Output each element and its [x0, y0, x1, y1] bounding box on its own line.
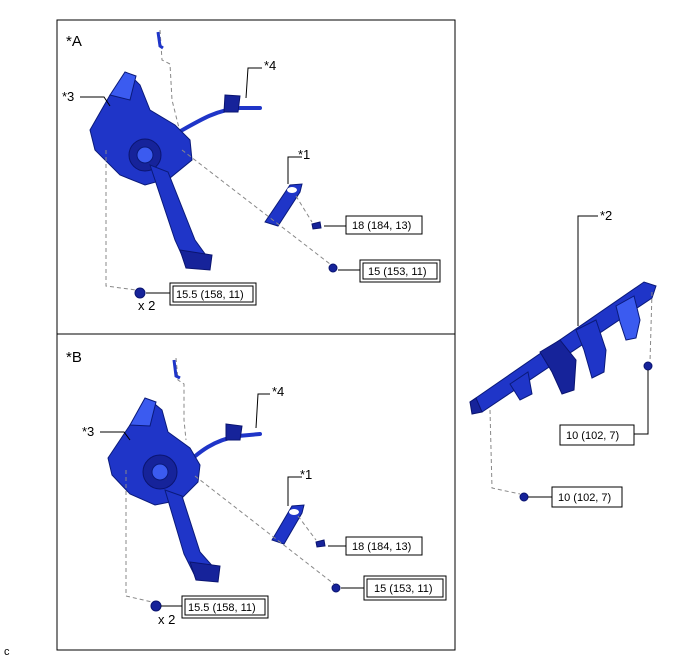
panel-b-nut-155: [150, 600, 162, 612]
panel-b-torque-box-1: [345, 536, 423, 556]
panel-a-nut-155: [134, 287, 146, 299]
panel-a-bracket-top: [109, 71, 137, 101]
panel-b-torque-box-3: [184, 598, 266, 616]
panel-b-torque-1: 18 (184, 13): [352, 541, 411, 553]
panel-b-switch-bracket: [271, 504, 305, 545]
panel-a-torque-box-3: [172, 285, 254, 303]
panel-a-label-3: *3: [62, 89, 74, 104]
panel-a-assembly: *3 *4 *1 x 2 18 (184, 13) 15 (153, 11) 1…: [62, 29, 441, 313]
support-torque-box-lower: [551, 486, 623, 508]
support-bracket-assembly: *2 10 (102, 7) 10 (102, 7): [469, 208, 657, 508]
panel-a-qty: x 2: [138, 298, 155, 313]
support-bracket-leg-2: [575, 319, 607, 379]
panel-b-label-3: *3: [82, 424, 94, 439]
panel-a-bolt-18: [311, 221, 322, 230]
panel-b-bracket-top: [129, 397, 157, 427]
panel-b-assembly: *3 *4 *1 x 2 18 (184, 13) 15 (153, 11) 1…: [82, 357, 447, 627]
support-torque-upper: 10 (102, 7): [566, 430, 619, 442]
panel-a-switch-bracket: [264, 183, 303, 227]
panel-b-torque-2: 15 (153, 11): [374, 583, 433, 595]
panel-b-pedal-bracket: [107, 399, 201, 506]
support-nut-upper: [643, 361, 653, 371]
panel-b-nut-15: [331, 583, 341, 593]
panel-a-torque-box-2: [362, 262, 438, 280]
panel-b-cable-end: [225, 423, 243, 441]
panel-b-qty: x 2: [158, 612, 175, 627]
panel-a-label-4: *4: [264, 58, 276, 73]
panel-a-cable-end: [223, 94, 241, 113]
panel-a-pushrod-guide: [159, 29, 181, 133]
panel-a-torque-1: 18 (184, 13): [352, 220, 411, 232]
panel-b-torque-box-2: [366, 578, 444, 598]
corner-code: c: [4, 646, 10, 658]
panel-a-label-1: *1: [298, 147, 310, 162]
support-nut-lower: [519, 492, 529, 502]
panel-a-torque-3: 15.5 (158, 11): [176, 289, 244, 301]
panel-a-pedal-pad: [179, 249, 213, 271]
panel-a-label: *A: [66, 33, 82, 50]
panel-b-pushrod-guide: [175, 357, 187, 441]
panel-a-pushrod: [156, 31, 164, 50]
panel-b-label-4: *4: [272, 384, 284, 399]
panel-b-bolt-18: [315, 539, 326, 548]
panel-b-pedal-pad: [189, 561, 221, 583]
panel-a-torque-2: 15 (153, 11): [368, 266, 427, 278]
panel-b-label-1: *1: [300, 467, 312, 482]
panel-a-torque-box-1: [345, 215, 423, 235]
support-bracket-tab: [509, 371, 533, 401]
support-torque-lower: 10 (102, 7): [558, 492, 611, 504]
panel-b-pushrod: [172, 359, 181, 380]
panel-b-frame: [56, 333, 456, 651]
support-bracket-leg-1: [539, 339, 577, 395]
panel-a-nut-15: [328, 263, 338, 273]
support-bracket-leg-3: [615, 295, 641, 341]
support-bracket-label: *2: [600, 208, 612, 223]
panel-b-label: *B: [66, 349, 82, 366]
panel-b-torque-3: 15.5 (158, 11): [188, 602, 256, 614]
support-torque-box-upper: [559, 424, 635, 446]
